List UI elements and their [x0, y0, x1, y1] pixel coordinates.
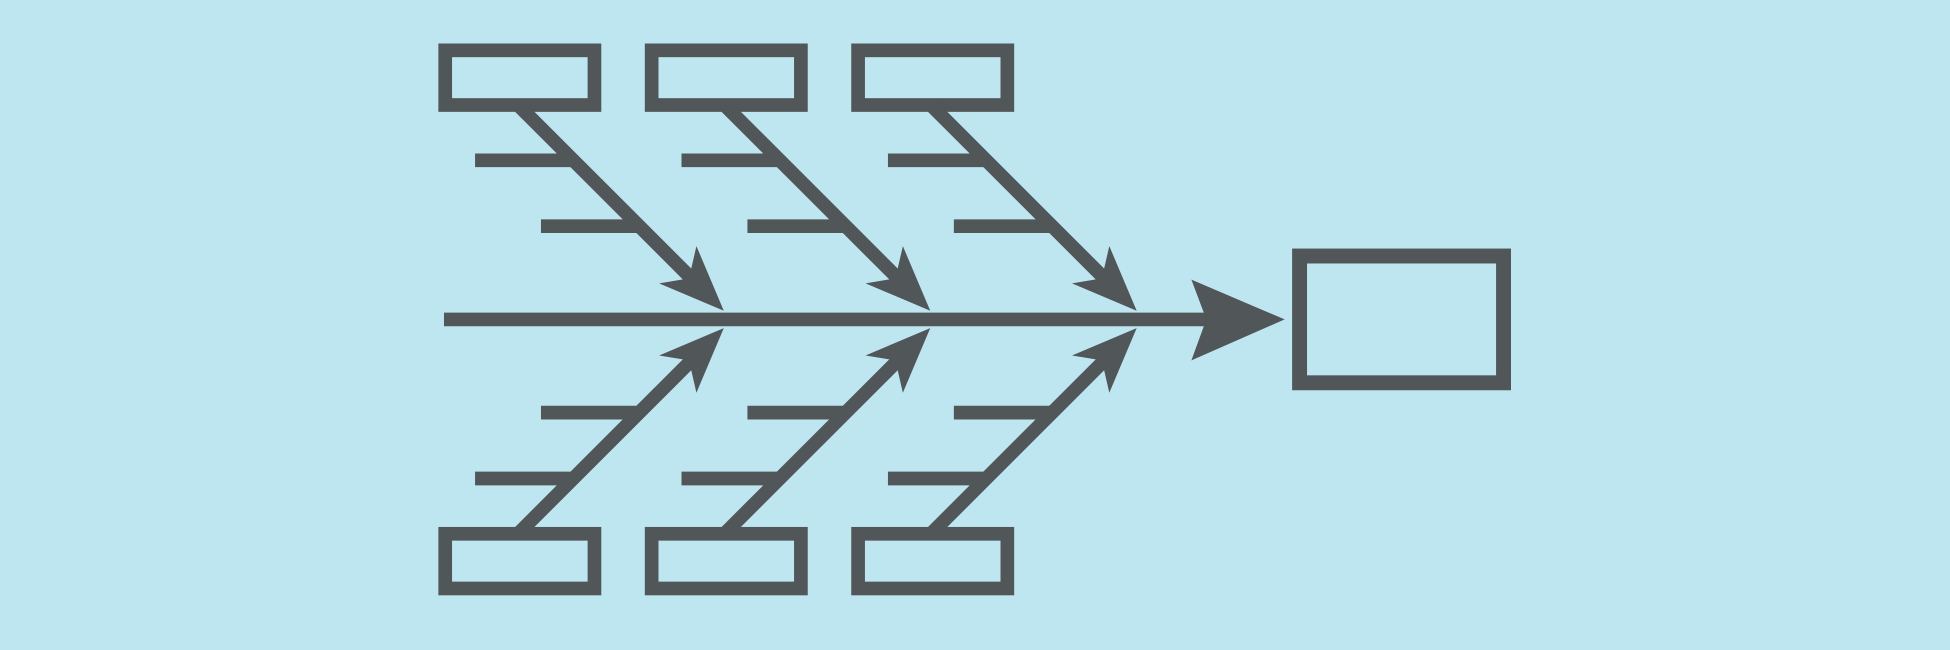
bone-arrow-icon [865, 328, 931, 393]
top-bone-3 [851, 43, 1137, 311]
bone-line [721, 353, 906, 537]
bone-arrow-icon [1072, 246, 1137, 311]
bone-arrow-icon [1072, 328, 1137, 393]
top-bone-1 [438, 43, 724, 311]
bone-line [927, 353, 1112, 537]
bones-group [438, 43, 1137, 596]
bottom-bone-3 [851, 328, 1137, 596]
effect-box [1292, 248, 1512, 391]
cause-box [851, 43, 1015, 112]
bone-line [927, 102, 1112, 286]
bottom-bone-1 [438, 328, 724, 596]
cause-box [438, 526, 602, 596]
bottom-bone-2 [644, 328, 931, 596]
top-bone-2 [644, 43, 931, 311]
bone-line [514, 353, 699, 537]
cause-box [438, 43, 602, 112]
cause-box [644, 526, 808, 596]
bone-arrow-icon [865, 246, 931, 311]
bone-line [514, 102, 699, 286]
cause-box [851, 526, 1015, 596]
cause-box [644, 43, 808, 112]
bone-arrow-icon [659, 246, 724, 311]
bone-arrow-icon [659, 328, 724, 393]
bone-line [721, 102, 906, 286]
spine-arrow-icon [1191, 279, 1285, 361]
